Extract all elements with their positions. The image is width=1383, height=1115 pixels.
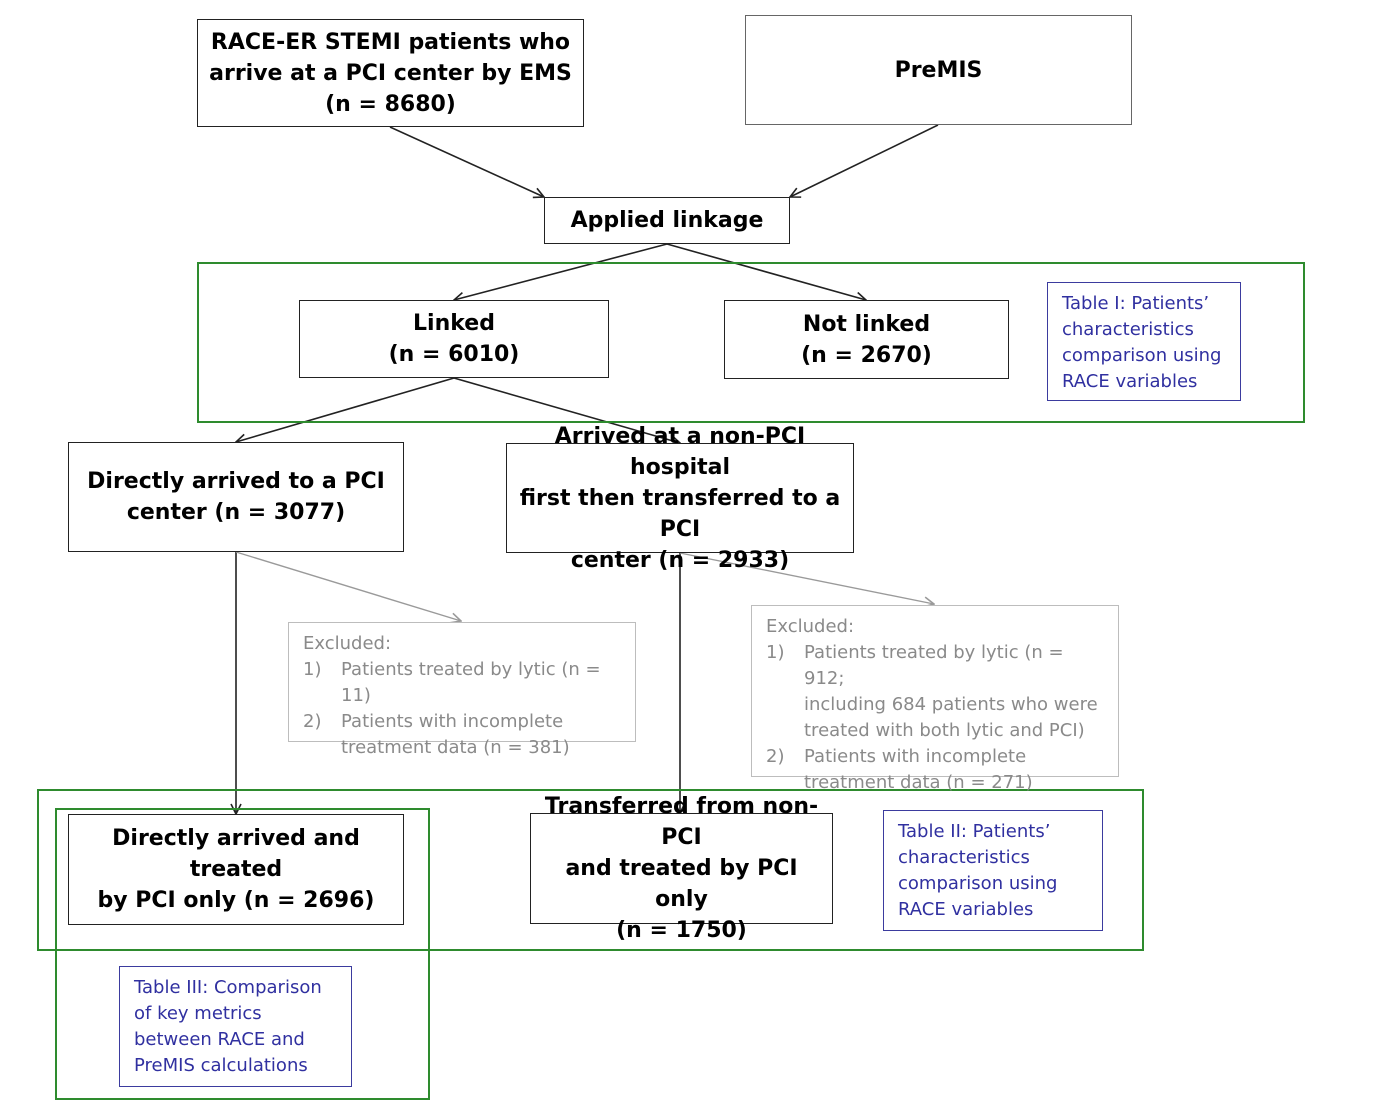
excluded-item: 2) Patients with incomplete treatment da… bbox=[766, 746, 1033, 793]
applied-linkage-box: Applied linkage bbox=[544, 197, 790, 244]
direct-excluded-box: Excluded: 1) Patients treated by lytic (… bbox=[288, 622, 636, 758]
linked-box: Linked (n = 6010) bbox=[299, 300, 609, 378]
transfer-excluded-box: Excluded: 1) Patients treated by lytic (… bbox=[751, 605, 1119, 793]
arrow-linked-to-transfer bbox=[453, 377, 680, 443]
arrow-transfer-to-excluded bbox=[679, 552, 934, 604]
arrow-direct-to-excluded bbox=[235, 551, 461, 621]
arrow-linkage-to-linked bbox=[454, 243, 668, 300]
race-er-source-box: RACE-ER STEMI patients who arrive at a P… bbox=[197, 19, 584, 127]
excluded-item: 2) Patients with incomplete treatment da… bbox=[303, 711, 570, 758]
linkage-result-group bbox=[197, 262, 1305, 423]
transfer-arrival-box: Arrived at a non-PCI hospital first then… bbox=[506, 424, 854, 573]
table-1-note: Table I: Patients’ characteristics compa… bbox=[1047, 282, 1241, 401]
arrow-race-to-linkage bbox=[389, 126, 544, 197]
treated-groups-frame bbox=[37, 789, 1144, 951]
table-3-note: Table III: Comparison of key metrics bet… bbox=[119, 966, 352, 1087]
excluded-item: 1) Patients treated by lytic (n = 912; i… bbox=[766, 642, 1098, 741]
excluded-item: 1) Patients treated by lytic (n = 11) bbox=[303, 659, 601, 706]
arrow-linkage-to-not-linked bbox=[666, 243, 866, 300]
direct-arrival-box: Directly arrived to a PCI center (n = 30… bbox=[68, 442, 404, 552]
arrow-linked-to-direct bbox=[236, 377, 455, 442]
premis-source-box: PreMIS bbox=[745, 15, 1132, 125]
arrow-premis-to-linkage bbox=[790, 124, 939, 197]
excluded-heading: Excluded: bbox=[303, 633, 392, 654]
direct-treated-group bbox=[55, 808, 430, 1100]
table-2-note: Table II: Patients’ characteristics comp… bbox=[883, 810, 1103, 931]
direct-treated-pci-box: Directly arrived and treated by PCI only… bbox=[68, 814, 404, 925]
excluded-heading: Excluded: bbox=[766, 616, 855, 637]
not-linked-box: Not linked (n = 2670) bbox=[724, 300, 1009, 379]
transfer-treated-pci-box: Transferred from non-PCI and treated by … bbox=[530, 794, 833, 943]
